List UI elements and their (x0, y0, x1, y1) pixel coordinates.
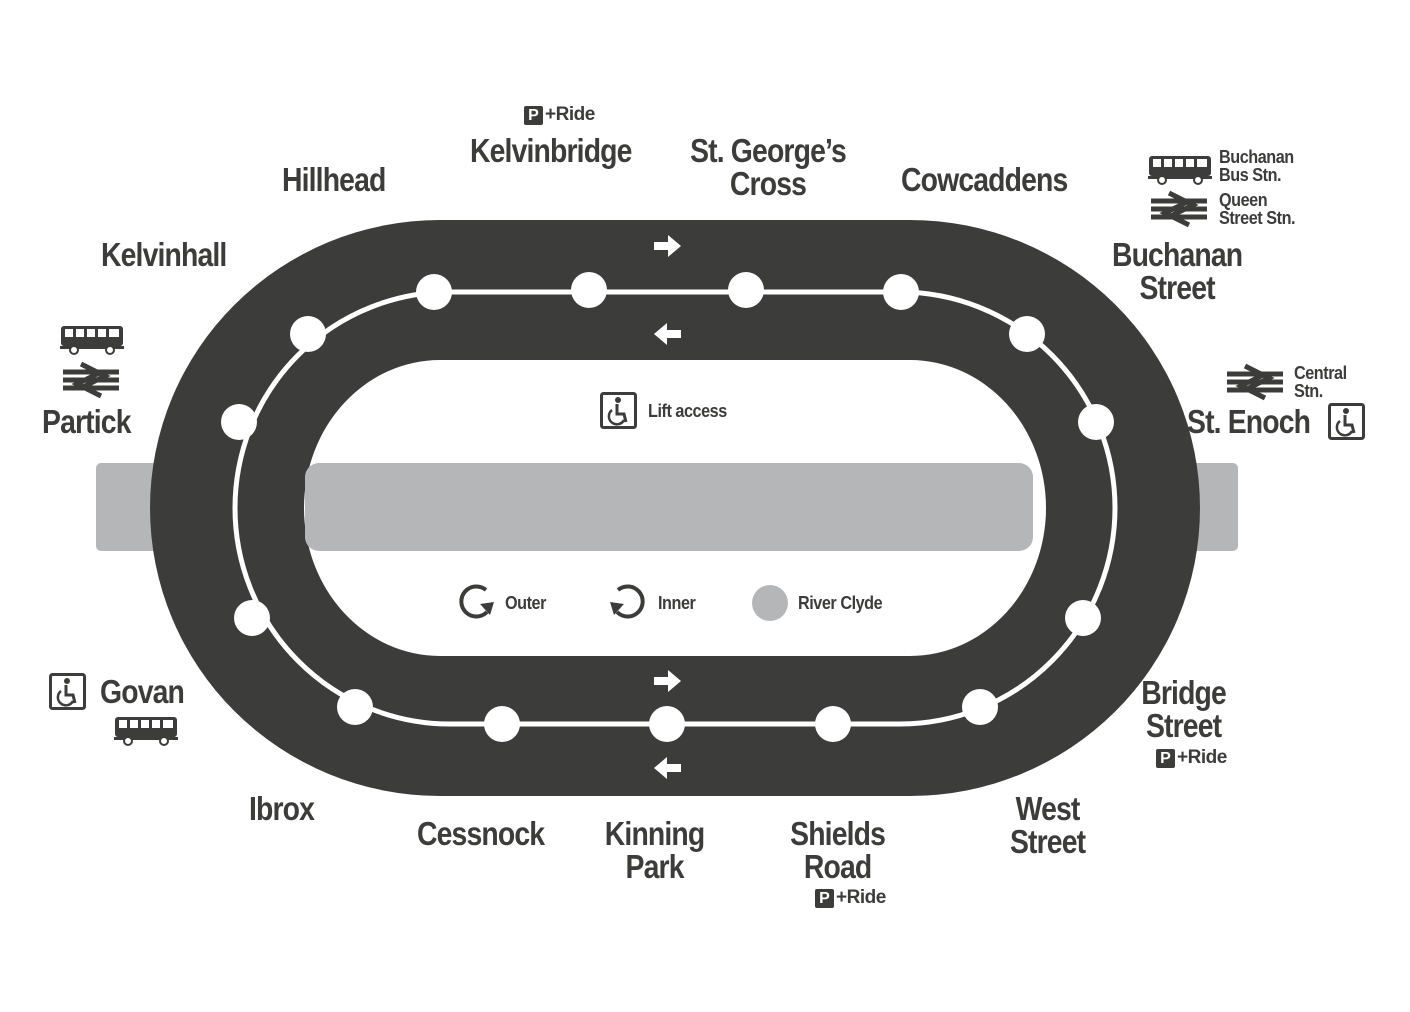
station-label-st-georges-cross[interactable]: St. George’s Cross (682, 134, 854, 200)
dot-govan[interactable] (234, 600, 270, 636)
dot-st-georges-cross[interactable] (728, 272, 764, 308)
wheelchair-icon (600, 392, 637, 429)
legend-river-clyde: River Clyde (798, 593, 883, 613)
arrow-left-icon (654, 323, 681, 345)
park-and-ride-label: +Ride (545, 104, 595, 125)
station-label-govan[interactable]: Govan (100, 673, 185, 710)
interchange-line: Street Stn. (1219, 208, 1296, 228)
rail-icon (1227, 366, 1283, 398)
river-clyde-west (96, 463, 166, 551)
station-label-st-enoch[interactable]: St. Enoch (1187, 403, 1311, 440)
dot-kelvinhall[interactable] (290, 316, 326, 352)
wheelchair-icon (49, 673, 86, 710)
interchange-line: Bus Stn. (1219, 165, 1282, 185)
buchanan-bus-station-label: Buchanan Bus Stn. (1219, 148, 1294, 184)
station-label-line: Street (1145, 707, 1222, 744)
station-label-buchanan-street[interactable]: Buchanan Street (1104, 238, 1250, 304)
river-clyde-centre (305, 463, 1033, 551)
outer-circle-icon (459, 584, 489, 619)
dot-cowcaddens[interactable] (883, 274, 919, 310)
wheelchair-icon (1328, 403, 1365, 440)
river-legend-swatch (752, 585, 788, 621)
park-and-ride-bridge-street: P +Ride (1156, 747, 1227, 769)
station-dots (221, 272, 1114, 742)
parking-icon: P (1156, 748, 1175, 768)
station-label-line: Street (1139, 269, 1215, 306)
parking-icon: P (815, 888, 834, 908)
station-label-line: Cross (729, 165, 807, 202)
park-and-ride-kelvinbridge: P +Ride (524, 104, 595, 126)
station-label-line: St. George’s (690, 132, 847, 169)
bus-icon (1147, 155, 1213, 185)
dot-partick[interactable] (221, 404, 257, 440)
interchange-line: Stn. (1294, 381, 1323, 401)
station-label-cessnock[interactable]: Cessnock (417, 815, 545, 852)
bus-icon (59, 325, 125, 355)
station-label-cowcaddens[interactable]: Cowcaddens (901, 161, 1068, 198)
dot-st-enoch[interactable] (1078, 404, 1114, 440)
park-and-ride-label: +Ride (836, 887, 886, 908)
station-label-line: Buchanan (1111, 236, 1243, 273)
dot-ibrox[interactable] (337, 689, 373, 725)
interchange-line: Buchanan (1219, 147, 1294, 167)
interchange-line: Queen (1219, 190, 1268, 210)
station-label-ibrox[interactable]: Ibrox (249, 790, 315, 827)
line-path (232, 289, 1118, 727)
inner-circle-icon (615, 584, 645, 619)
parking-icon: P (524, 105, 543, 125)
dot-kinning-park[interactable] (649, 706, 685, 742)
park-and-ride-shields-road: P +Ride (815, 887, 886, 909)
station-label-line: Park (625, 848, 685, 885)
station-label-bridge-street[interactable]: Bridge Street (1132, 676, 1235, 742)
bus-icon (113, 716, 179, 746)
station-label-kelvinbridge[interactable]: Kelvinbridge (470, 132, 632, 169)
park-and-ride-label: +Ride (1177, 747, 1227, 768)
dot-bridge-street[interactable] (1065, 600, 1101, 636)
dot-west-street[interactable] (962, 689, 998, 725)
legend-outer: Outer (505, 593, 546, 613)
central-station-label: Central Stn. (1294, 364, 1347, 400)
dot-cessnock[interactable] (484, 706, 520, 742)
legend-inner: Inner (658, 593, 696, 613)
interchange-line: Central (1294, 363, 1347, 383)
dot-hillhead[interactable] (416, 274, 452, 310)
station-label-kelvinhall[interactable]: Kelvinhall (101, 236, 227, 273)
dot-kelvinbridge[interactable] (571, 272, 607, 308)
rail-icon (1151, 193, 1207, 225)
dot-shields-road[interactable] (815, 706, 851, 742)
station-label-line: Kinning (604, 815, 705, 852)
station-label-shields-road[interactable]: Shields Road (786, 817, 889, 883)
arrow-right-icon (654, 670, 681, 692)
arrow-left-icon (654, 757, 681, 779)
station-label-partick[interactable]: Partick (42, 403, 132, 440)
legend-lift-access: Lift access (648, 401, 727, 421)
station-label-line: Bridge (1141, 674, 1227, 711)
station-label-kinning-park[interactable]: Kinning Park (603, 817, 706, 883)
station-label-line: Street (1009, 823, 1086, 860)
station-label-line: West (1015, 790, 1081, 827)
arrow-right-icon (654, 235, 681, 257)
station-label-line: Road (803, 848, 872, 885)
dot-buchanan-street[interactable] (1009, 316, 1045, 352)
rail-icon (63, 364, 119, 396)
station-label-hillhead[interactable]: Hillhead (282, 161, 386, 198)
station-label-west-street[interactable]: West Street (996, 792, 1099, 858)
queen-street-station-label: Queen Street Stn. (1219, 190, 1296, 228)
station-label-line: Shields (790, 815, 886, 852)
